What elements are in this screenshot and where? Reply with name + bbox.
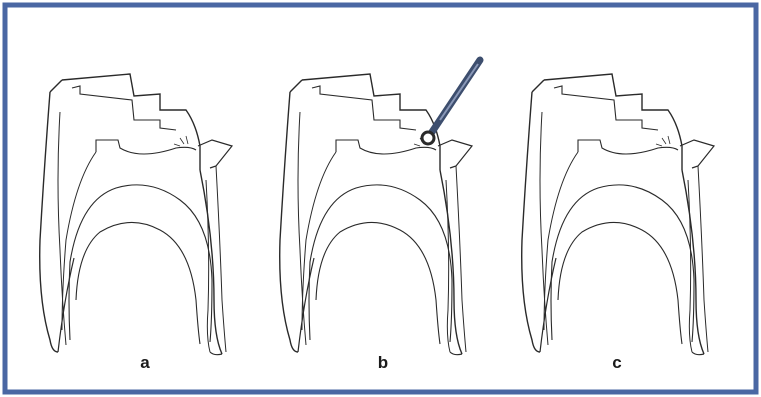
figure-frame [5, 5, 756, 392]
panel-label-a: a [140, 353, 150, 372]
panel-label-b: b [378, 353, 388, 372]
panel-label-c: c [612, 353, 621, 372]
